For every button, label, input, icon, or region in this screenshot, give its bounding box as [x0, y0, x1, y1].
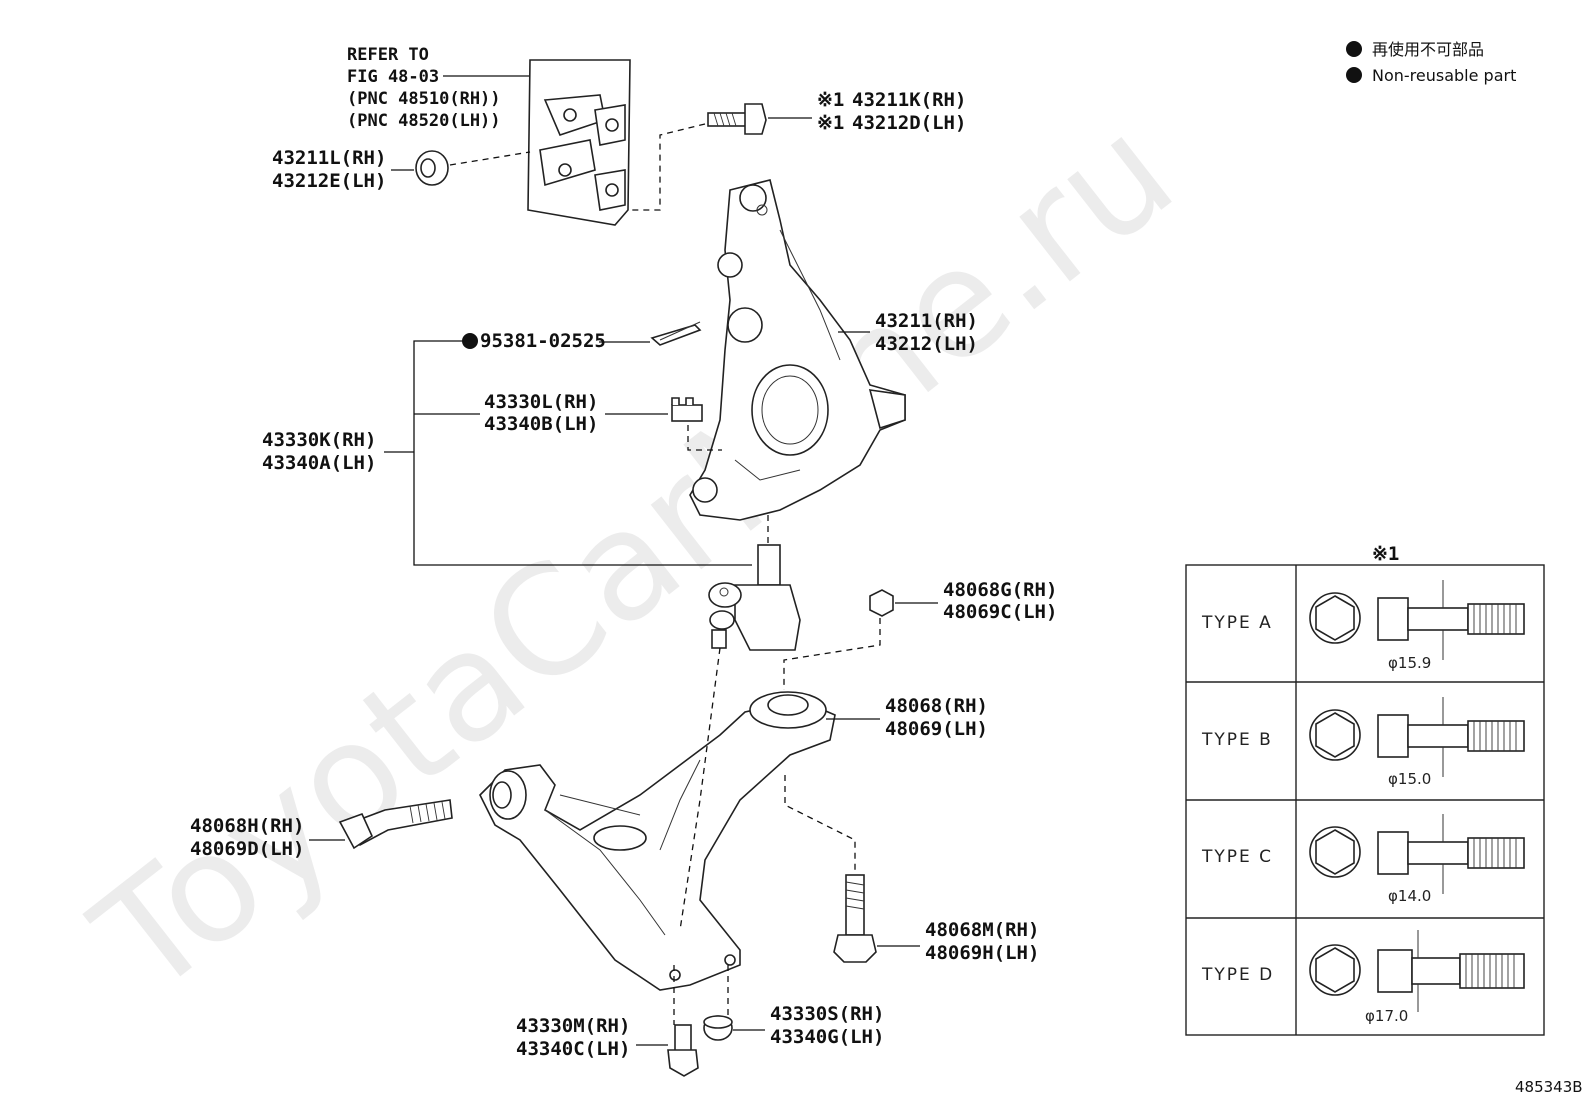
front-bushing-bolt — [338, 799, 453, 850]
ball-joint-bolt — [667, 1024, 699, 1077]
legend-en: Non-reusable part — [1372, 66, 1516, 85]
diameter: φ15.0 — [1388, 770, 1431, 788]
label-43340A: 43340A(LH) — [262, 452, 376, 474]
type-label: TYPE D — [1201, 965, 1274, 985]
label-48069C: 48069C(LH) — [943, 601, 1057, 623]
ball-joint — [708, 544, 801, 651]
cam-washer — [415, 150, 449, 186]
legend-jp: 再使用不可部品 — [1372, 40, 1484, 59]
label-48068G: 48068G(RH) — [943, 579, 1057, 601]
ball-joint-nut — [869, 589, 894, 617]
label-43330L: 43330L(RH) — [484, 391, 598, 413]
diameter: φ17.0 — [1365, 1007, 1408, 1025]
label-43212: 43212(LH) — [875, 333, 978, 355]
diameter: φ14.0 — [1388, 887, 1431, 905]
non-reusable-bullet-icon — [1346, 67, 1362, 83]
type-label: TYPE C — [1201, 847, 1273, 867]
label-48068H: 48068H(RH) — [190, 815, 304, 837]
table-row: TYPE B φ15.0 — [1201, 697, 1525, 788]
label-48068M: 48068M(RH) — [925, 919, 1039, 941]
refer-line4: (PNC 48520(LH)) — [347, 111, 501, 131]
label-43212D: 43212D(LH) — [852, 112, 966, 134]
castle-nut — [671, 397, 703, 422]
assembly-bracket — [384, 340, 752, 566]
steering-knuckle — [689, 179, 906, 521]
label-95381: 95381-02525 — [480, 330, 606, 352]
label-43211: 43211(RH) — [875, 310, 978, 332]
label-43340G: 43340G(LH) — [770, 1026, 884, 1048]
bolt-type-table: ※1 TYPE A φ15.9 TYPE B — [1185, 543, 1545, 1036]
refer-line2: FIG 48-03 — [347, 67, 439, 87]
table-row: TYPE D φ17.0 — [1201, 930, 1525, 1025]
label-43212E: 43212E(LH) — [272, 170, 386, 192]
cotter-pin — [650, 321, 702, 346]
label-43340C: 43340C(LH) — [516, 1038, 630, 1060]
legend: 再使用不可部品 Non-reusable part — [1346, 40, 1516, 85]
label-43330K: 43330K(RH) — [262, 429, 376, 451]
mark-1: ※1 — [817, 112, 844, 134]
table-header: ※1 — [1372, 543, 1399, 565]
table-row: TYPE C φ14.0 — [1201, 814, 1525, 905]
camber-bolt — [707, 103, 767, 135]
figure-number: 485343B — [1515, 1078, 1583, 1096]
ball-joint-lower-nut — [703, 1015, 733, 1041]
refer-block: REFER TO FIG 48-03 (PNC 48510(RH)) (PNC … — [347, 45, 530, 131]
label-48069D: 48069D(LH) — [190, 838, 304, 860]
table-row: TYPE A φ15.9 — [1201, 580, 1525, 672]
refer-line1: REFER TO — [347, 45, 429, 65]
rear-bushing-bolt — [833, 874, 877, 963]
type-label: TYPE A — [1201, 613, 1273, 633]
label-48068: 48068(RH) — [885, 695, 988, 717]
refer-line3: (PNC 48510(RH)) — [347, 89, 501, 109]
diameter: φ15.9 — [1388, 654, 1431, 672]
mark-1: ※1 — [817, 89, 844, 111]
label-43211K: 43211K(RH) — [852, 89, 966, 111]
strut-bracket — [527, 59, 631, 226]
label-43330M: 43330M(RH) — [516, 1015, 630, 1037]
label-43340B: 43340B(LH) — [484, 413, 598, 435]
type-label: TYPE B — [1201, 730, 1273, 750]
label-48069H: 48069H(LH) — [925, 942, 1039, 964]
label-43211L: 43211L(RH) — [272, 147, 386, 169]
non-reusable-bullet-icon — [1346, 41, 1362, 57]
lower-control-arm — [479, 691, 836, 991]
label-43330S: 43330S(RH) — [770, 1003, 884, 1025]
label-48069: 48069(LH) — [885, 718, 988, 740]
